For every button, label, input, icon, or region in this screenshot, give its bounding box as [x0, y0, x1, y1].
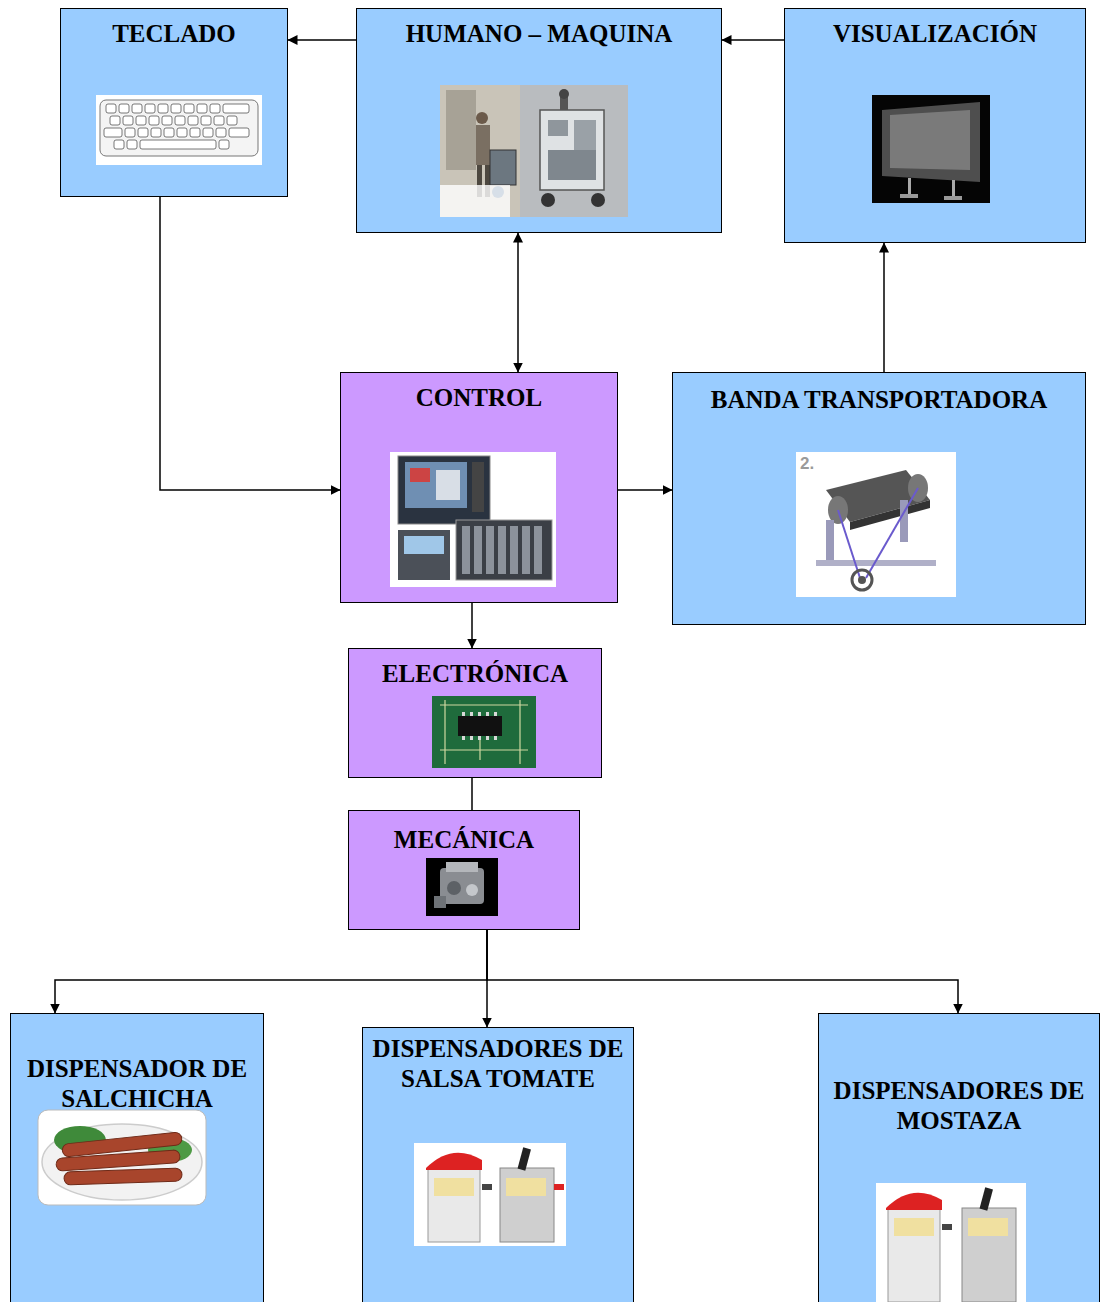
- box-title: ELECTRÓNICA: [349, 659, 601, 689]
- box-title: TECLADO: [61, 19, 287, 49]
- human-robot-photo: [440, 85, 628, 217]
- mustard-dispenser-picture: [876, 1183, 1026, 1302]
- keyboard-picture: [96, 95, 262, 165]
- box-fill: [784, 8, 1086, 243]
- connector-arrow: [160, 197, 340, 490]
- box-fill: [818, 1013, 1100, 1302]
- box-fill: [60, 8, 288, 197]
- box-fill: [356, 8, 722, 233]
- box-fill: [362, 1027, 634, 1302]
- box-title: MECÁNICA: [349, 825, 579, 855]
- ketchup-dispenser-picture: [414, 1143, 566, 1246]
- process-box: DISPENSADORES DE MOSTAZA: [818, 1013, 1100, 1302]
- box-title: VISUALIZACIÓN: [785, 19, 1085, 49]
- box-title: HUMANO – MAQUINA: [357, 19, 721, 49]
- connector-arrow: [883, 243, 885, 372]
- process-box: VISUALIZACIÓN: [784, 8, 1086, 243]
- connector-arrow: [288, 39, 356, 41]
- engine-picture: [426, 858, 498, 916]
- process-box: HUMANO – MAQUINA: [356, 8, 722, 233]
- connector-arrow: [722, 39, 784, 41]
- box-fill: [340, 372, 618, 603]
- box-fill: [672, 372, 1086, 625]
- box-title: DISPENSADORES DE MOSTAZA: [819, 1076, 1099, 1136]
- box-title: DISPENSADOR DE SALCHICHA: [11, 1054, 263, 1114]
- box-title: BANDA TRANSPORTADORA: [673, 385, 1085, 415]
- sausage-plate-picture: [38, 1110, 206, 1205]
- display-picture: [872, 95, 990, 203]
- process-box: BANDA TRANSPORTADORA: [672, 372, 1086, 625]
- box-fill: [348, 648, 602, 778]
- connector-arrow: [487, 930, 958, 1013]
- connector-arrow: [55, 930, 487, 1013]
- box-fill: [348, 810, 580, 930]
- process-box: DISPENSADORES DE SALSA TOMATE: [362, 1027, 634, 1302]
- circuit-board-picture: [432, 696, 536, 768]
- controller-picture: [390, 452, 556, 587]
- box-fill: [10, 1013, 264, 1302]
- callout-number: 2.: [800, 454, 814, 474]
- process-box: DISPENSADOR DE SALCHICHA: [10, 1013, 264, 1302]
- box-title: CONTROL: [341, 383, 617, 413]
- process-box: MECÁNICA: [348, 810, 580, 930]
- connector-arrow: [471, 603, 473, 648]
- connector-arrow: [517, 233, 519, 372]
- conveyor-picture: [796, 452, 956, 597]
- process-box: ELECTRÓNICA: [348, 648, 602, 778]
- box-title: DISPENSADORES DE SALSA TOMATE: [363, 1034, 633, 1094]
- connector-arrow: [618, 489, 672, 491]
- connector-arrow: [471, 778, 473, 810]
- process-box: TECLADO: [60, 8, 288, 197]
- process-box: CONTROL: [340, 372, 618, 603]
